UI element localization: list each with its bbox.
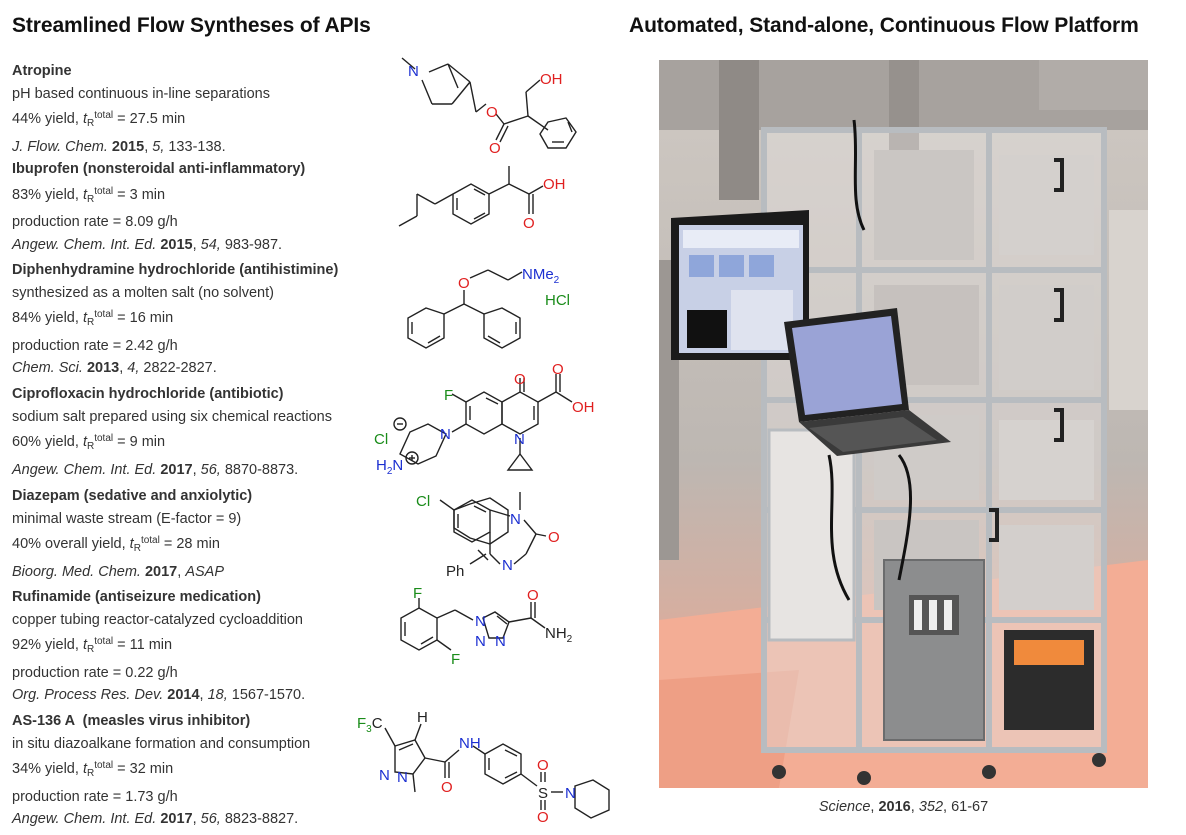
atom-nh2: NH2 (545, 625, 573, 645)
entry-yield: 83% yield, tRtotal = 3 min (12, 185, 166, 205)
entry-line: minimal waste stream (E-factor = 9) (12, 510, 242, 527)
entry-line: copper tubing reactor-catalyzed cycloadd… (12, 611, 303, 628)
atom-cl: Cl (374, 431, 388, 448)
entry-title: Ibuprofen (nonsteroidal anti-inflammator… (12, 161, 306, 177)
atom-n: N (495, 633, 506, 650)
atom-o: O (458, 275, 470, 292)
atom-oh: OH (572, 399, 595, 416)
photo-illustration (659, 60, 1148, 788)
atom-o: O (523, 215, 535, 232)
atom-n: N (379, 767, 390, 784)
atom-o: O (527, 587, 539, 604)
atom-h2n: H2N (376, 457, 403, 477)
as136a-structure: F3C H N N O NH O S O N (357, 709, 610, 826)
atom-o: O (486, 104, 498, 121)
atom-ph: Ph (446, 563, 464, 580)
atom-n: N (514, 431, 525, 448)
entry-reference: Angew. Chem. Int. Ed. 2017, 56, 8870-887… (12, 461, 299, 478)
atom-n: N (565, 785, 576, 802)
entry-diphenhydramine: Diphenhydramine hydrochloride (antihisti… (12, 259, 338, 380)
entry-rufinamide: Rufinamide (antiseizure medication) copp… (12, 586, 305, 707)
entry-title: Ciprofloxacin hydrochloride (antibiotic) (12, 386, 284, 402)
diphenhydramine-structure: O NMe2 HCl (407, 266, 570, 349)
atom-f: F (444, 387, 453, 404)
entry-atropine: Atropine pH based continuous in-line sep… (12, 60, 270, 158)
entry-reference: Bioorg. Med. Chem. 2017, ASAP (12, 563, 224, 580)
entry-line: production rate = 0.22 g/h (12, 664, 178, 681)
entry-yield: 60% yield, tRtotal = 9 min (12, 433, 166, 452)
entry-line: production rate = 1.73 g/h (12, 788, 178, 805)
atom-f: F (413, 585, 422, 602)
flow-platform-photo (659, 60, 1148, 788)
atom-hcl: HCl (545, 292, 570, 309)
atom-nh: NH (459, 735, 481, 752)
entry-diazepam: Diazepam (sedative and anxiolytic) minim… (12, 485, 252, 583)
atom-n: N (502, 557, 513, 574)
entry-yield: 44% yield, tRtotal = 27.5 min (12, 110, 186, 129)
atom-f3c: F3C (357, 715, 383, 735)
entry-yield: 40% overall yield, tRtotal = 28 min (12, 535, 220, 554)
entry-ibuprofen: Ibuprofen (nonsteroidal anti-inflammator… (12, 158, 305, 256)
atom-h: H (417, 709, 428, 726)
atom-n: N (475, 633, 486, 650)
entry-line: synthesized as a molten salt (no solvent… (12, 284, 274, 301)
photo-caption: Science, 2016, 352, 61-67 (818, 799, 989, 815)
entry-yield: 34% yield, tRtotal = 32 min (12, 760, 174, 779)
entry-yield: 84% yield, tRtotal = 16 min (12, 309, 174, 328)
entry-line: in situ diazoalkane formation and consum… (12, 735, 311, 752)
atropine-structure: N O O OH (401, 57, 577, 157)
atom-o: O (514, 371, 526, 388)
rufinamide-structure: F F N N N O NH2 (400, 585, 573, 668)
entry-title: AS-136 A (measles virus inhibitor) (12, 713, 251, 729)
atom-n: N (475, 613, 486, 630)
atom-oh: OH (543, 176, 566, 193)
entry-title: Diazepam (sedative and anxiolytic) (12, 488, 253, 504)
diazepam-structure: Cl N O N Ph (416, 492, 560, 580)
atom-o: O (441, 779, 453, 796)
entry-reference: J. Flow. Chem. 2015, 5, 133-138. (12, 138, 226, 155)
atom-oh: OH (540, 71, 563, 88)
atom-o: O (537, 809, 549, 826)
entry-title: Atropine (12, 63, 72, 79)
ibuprofen-structure: O OH (398, 166, 566, 232)
atom-nme2: NMe2 (522, 266, 560, 286)
ciprofloxacin-structure: F O O OH N N Cl H2N (374, 361, 595, 477)
atom-o: O (552, 361, 564, 378)
atom-n: N (408, 63, 419, 80)
entry-line: production rate = 8.09 g/h (12, 214, 178, 230)
entry-reference: Org. Process Res. Dev. 2014, 18, 1567-15… (12, 687, 306, 703)
entry-reference: Chem. Sci. 2013, 4, 2822-2827. (12, 360, 217, 376)
atom-o: O (489, 140, 501, 157)
atom-n: N (510, 511, 521, 528)
entry-title: Rufinamide (antiseizure medication) (12, 589, 261, 605)
entry-ciprofloxacin: Ciprofloxacin hydrochloride (antibiotic)… (12, 383, 332, 481)
left-title: Streamlined Flow Syntheses of APIs (12, 14, 371, 37)
atom-cl: Cl (416, 493, 430, 510)
atom-f: F (451, 651, 460, 668)
entry-reference: Angew. Chem. Int. Ed. 2015, 54, 983-987. (12, 236, 283, 253)
entry-line: sodium salt prepared using six chemical … (12, 408, 332, 425)
atom-n: N (397, 769, 408, 786)
right-title: Automated, Stand-alone, Continuous Flow … (629, 14, 1139, 37)
atom-s: S (538, 785, 548, 802)
entry-reference: Angew. Chem. Int. Ed. 2017, 56, 8823-882… (12, 811, 299, 827)
entry-as-136a: AS-136 A (measles virus inhibitor) in si… (12, 710, 310, 831)
atom-n: N (440, 426, 451, 443)
atom-o: O (537, 757, 549, 774)
entry-title: Diphenhydramine hydrochloride (antihisti… (12, 262, 339, 278)
entry-line: pH based continuous in-line separations (12, 85, 270, 102)
entry-line: production rate = 2.42 g/h (12, 337, 178, 354)
entry-yield: 92% yield, tRtotal = 11 min (12, 636, 173, 655)
atom-o: O (548, 529, 560, 546)
